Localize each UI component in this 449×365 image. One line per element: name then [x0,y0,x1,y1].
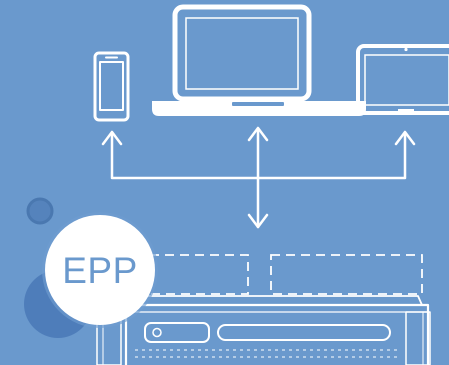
arrow-up-laptop-icon [247,126,269,142]
arrow-down-server-icon [247,213,269,229]
dashed-module-right [270,254,423,295]
tablet-icon [356,44,449,115]
epp-badge [42,212,158,328]
arrow-heads [101,126,416,229]
smartphone-icon [93,51,130,122]
dashed-module-left [149,254,249,295]
connection-lines [110,128,407,229]
dashed-module-boxes [149,254,423,295]
server-rack-icon [96,295,431,365]
laptop-icon [152,4,366,116]
arrow-up-smartphone-icon [101,130,123,146]
arrow-up-tablet-icon [394,130,416,146]
